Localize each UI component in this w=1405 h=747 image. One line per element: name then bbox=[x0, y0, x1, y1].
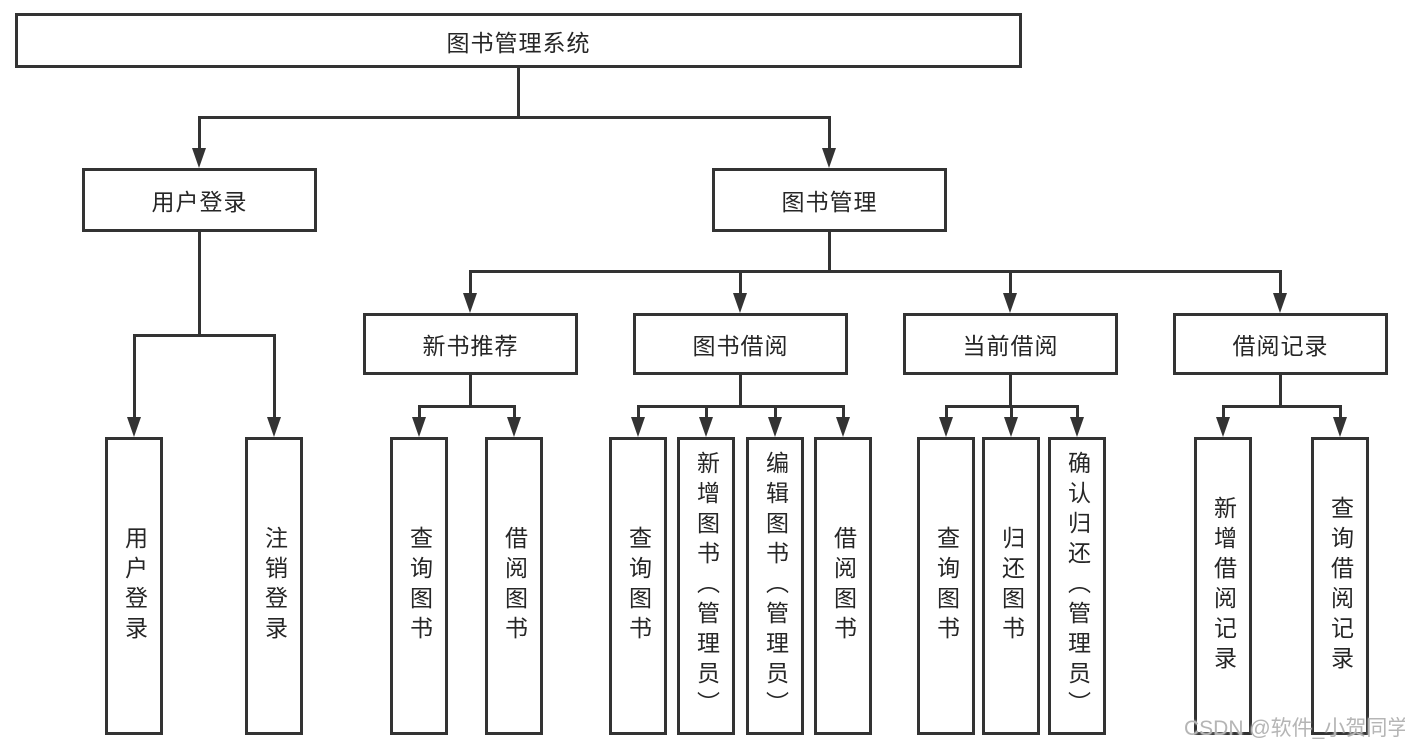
leaf-user-login-label: 用户登录 bbox=[121, 526, 148, 646]
arrow-down-to-user-login bbox=[192, 116, 206, 168]
leaf-return-books-label: 归还图书 bbox=[998, 526, 1025, 646]
leaf-add-borrow-record: 新增借阅记录 bbox=[1194, 437, 1252, 735]
leaf-add-books-admin-label: 新增图书（管理员） bbox=[693, 451, 720, 721]
connector-new-book-recommend-trunk bbox=[469, 372, 472, 407]
node-user-login: 用户登录 bbox=[82, 168, 317, 232]
arrow-down-to-login-leaf bbox=[127, 334, 141, 437]
connector-user-login-trunk bbox=[198, 229, 201, 336]
arrow-down-to-book-management bbox=[822, 116, 836, 168]
arrow-down-leaf-d1 bbox=[939, 405, 953, 437]
leaf-edit-books-admin: 编辑图书（管理员） bbox=[746, 437, 804, 735]
arrow-down-to-borrow-records bbox=[1273, 270, 1287, 313]
leaf-query-borrow-record-label: 查询借阅记录 bbox=[1327, 496, 1354, 676]
arrow-down-leaf-e2 bbox=[1333, 405, 1347, 437]
leaf-confirm-return-admin-label: 确认归还（管理员） bbox=[1064, 451, 1091, 721]
leaf-query-books-borrow: 查询图书 bbox=[609, 437, 667, 735]
leaf-borrow-books-label: 借阅图书 bbox=[830, 526, 857, 646]
connector-new-book-recommend-branch bbox=[418, 405, 516, 408]
arrow-down-leaf-c2 bbox=[699, 405, 713, 437]
arrow-down-leaf-c4 bbox=[836, 405, 850, 437]
node-borrow-records: 借阅记录 bbox=[1173, 313, 1388, 375]
leaf-user-login: 用户登录 bbox=[105, 437, 163, 735]
arrow-down-leaf-c3 bbox=[768, 405, 782, 437]
leaf-query-books-recommend: 查询图书 bbox=[390, 437, 448, 735]
node-book-borrow: 图书借阅 bbox=[633, 313, 848, 375]
arrow-down-leaf-c1 bbox=[631, 405, 645, 437]
leaf-borrow-books-recommend-label: 借阅图书 bbox=[501, 526, 528, 646]
node-root-system: 图书管理系统 bbox=[15, 13, 1022, 68]
arrow-down-to-current-borrow bbox=[1003, 270, 1017, 313]
leaf-query-borrow-record: 查询借阅记录 bbox=[1311, 437, 1369, 735]
connector-book-borrow-branch bbox=[637, 405, 845, 408]
connector-book-management-trunk bbox=[828, 229, 831, 272]
leaf-add-books-admin: 新增图书（管理员） bbox=[677, 437, 735, 735]
connector-book-borrow-trunk bbox=[739, 372, 742, 407]
leaf-query-books-borrow-label: 查询图书 bbox=[625, 526, 652, 646]
connector-borrow-records-trunk bbox=[1279, 372, 1282, 407]
connector-level3-branch bbox=[469, 270, 1281, 273]
leaf-logout: 注销登录 bbox=[245, 437, 303, 735]
leaf-query-books-recommend-label: 查询图书 bbox=[406, 526, 433, 646]
arrow-down-to-new-book-recommend bbox=[463, 270, 477, 313]
connector-user-login-branch bbox=[133, 334, 276, 337]
connector-borrow-records-branch bbox=[1222, 405, 1341, 408]
node-current-borrow: 当前借阅 bbox=[903, 313, 1118, 375]
leaf-add-borrow-record-label: 新增借阅记录 bbox=[1210, 496, 1237, 676]
leaf-borrow-books-recommend: 借阅图书 bbox=[485, 437, 543, 735]
connector-level2-branch bbox=[198, 116, 831, 119]
arrow-down-leaf-e1 bbox=[1216, 405, 1230, 437]
node-book-management: 图书管理 bbox=[712, 168, 947, 232]
leaf-query-books-current-label: 查询图书 bbox=[933, 526, 960, 646]
arrow-down-leaf-b1 bbox=[412, 405, 426, 437]
arrow-down-to-logout-leaf bbox=[267, 334, 281, 437]
node-new-book-recommend: 新书推荐 bbox=[363, 313, 578, 375]
arrow-down-leaf-b2 bbox=[507, 405, 521, 437]
leaf-logout-label: 注销登录 bbox=[261, 526, 288, 646]
leaf-borrow-books: 借阅图书 bbox=[814, 437, 872, 735]
arrow-down-leaf-d3 bbox=[1070, 405, 1084, 437]
leaf-confirm-return-admin: 确认归还（管理员） bbox=[1048, 437, 1106, 735]
leaf-edit-books-admin-label: 编辑图书（管理员） bbox=[762, 451, 789, 721]
connector-root-trunk bbox=[517, 66, 520, 118]
leaf-return-books: 归还图书 bbox=[982, 437, 1040, 735]
arrow-down-to-book-borrow bbox=[733, 270, 747, 313]
leaf-query-books-current: 查询图书 bbox=[917, 437, 975, 735]
csdn-watermark: CSDN @软件_小贺同学 bbox=[1184, 717, 1405, 740]
connector-current-borrow-trunk bbox=[1009, 372, 1012, 407]
arrow-down-leaf-d2 bbox=[1004, 405, 1018, 437]
